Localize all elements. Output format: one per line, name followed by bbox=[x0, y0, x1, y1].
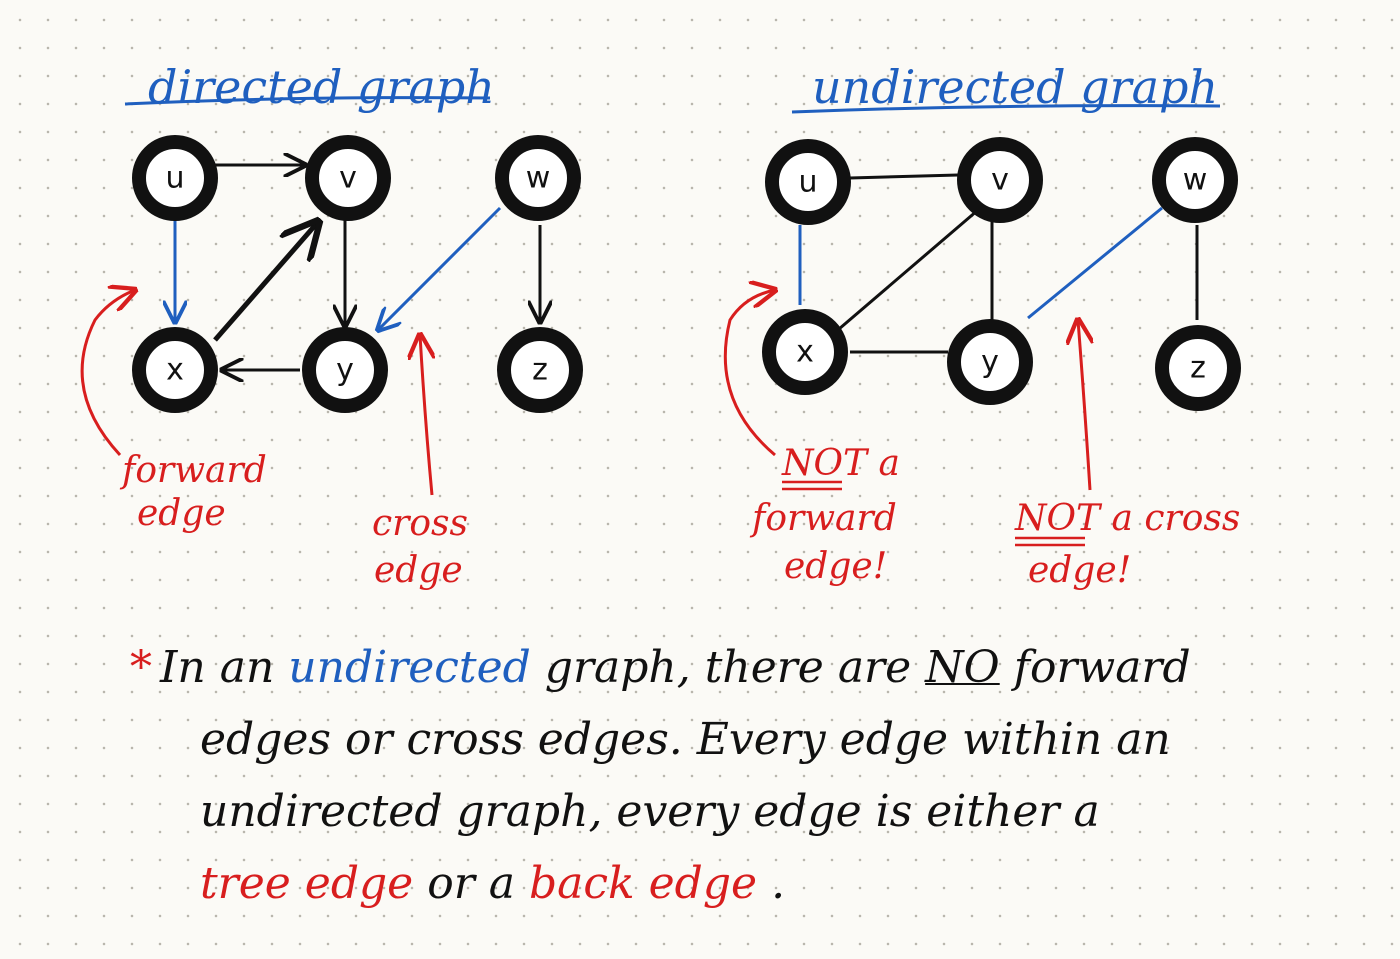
undirected-node-y: y bbox=[947, 319, 1033, 405]
asterisk-icon: * bbox=[130, 642, 152, 693]
not-forward-label-2: forward bbox=[749, 498, 897, 539]
svg-text:v: v bbox=[991, 163, 1009, 198]
undirected-title-underline bbox=[791, 104, 1221, 114]
svg-text:z: z bbox=[1190, 351, 1206, 386]
note-l1-b: graph, there are bbox=[544, 642, 912, 693]
directed-title-underline bbox=[124, 96, 491, 106]
directed-node-y: y bbox=[302, 327, 388, 413]
note-line-2: edges or cross edges. Every edge within … bbox=[200, 714, 1171, 765]
forward-edge-label-2: edge bbox=[137, 493, 226, 534]
svg-text:x: x bbox=[166, 353, 184, 388]
note-no: NO bbox=[925, 642, 1000, 693]
note-l4-end: . bbox=[771, 858, 786, 909]
graph-diagram: directed graph u v w x y z forward edge … bbox=[80, 60, 1241, 591]
undirected-node-x: x bbox=[762, 309, 848, 395]
undirected-node-v: v bbox=[957, 137, 1043, 223]
directed-node-z: z bbox=[497, 327, 583, 413]
note-tree-edge: tree edge bbox=[200, 858, 414, 909]
edge-x-v bbox=[213, 222, 318, 342]
uedge-v-x bbox=[831, 208, 979, 337]
svg-text:v: v bbox=[339, 161, 357, 196]
svg-text:y: y bbox=[336, 353, 354, 388]
not-forward-label-3: edge! bbox=[784, 546, 887, 587]
edge-w-y-cross bbox=[378, 206, 502, 330]
forward-edge-label-1: forward bbox=[119, 450, 267, 491]
not-cross-pointer bbox=[1078, 320, 1090, 491]
not-cross-label-2: edge! bbox=[1028, 550, 1131, 591]
cross-edge-label-2: edge bbox=[374, 550, 463, 591]
forward-edge-pointer bbox=[80, 290, 135, 457]
directed-node-v: v bbox=[305, 135, 391, 221]
note-line-1: *In an undirected graph, there are NO fo… bbox=[130, 632, 1191, 704]
svg-text:z: z bbox=[532, 353, 548, 388]
not-forward-underline bbox=[782, 480, 842, 491]
directed-title: directed graph bbox=[148, 60, 495, 114]
directed-node-u: u bbox=[132, 135, 218, 221]
undirected-node-w: w bbox=[1152, 137, 1238, 223]
not-forward-label-1: NOT a bbox=[781, 443, 900, 484]
not-cross-label-1: NOT a cross bbox=[1014, 498, 1240, 539]
cross-edge-label-1: cross bbox=[372, 503, 468, 544]
note-l1-c: forward bbox=[1013, 642, 1191, 693]
svg-text:w: w bbox=[1183, 163, 1208, 198]
svg-text:y: y bbox=[981, 345, 999, 380]
undirected-node-u: u bbox=[765, 139, 851, 225]
note-l1-a: In an bbox=[160, 642, 275, 693]
note-undirected: undirected bbox=[288, 642, 531, 693]
note-line-3: undirected graph, every edge is either a bbox=[200, 786, 1100, 837]
undirected-node-z: z bbox=[1155, 325, 1241, 411]
not-forward-pointer bbox=[723, 290, 775, 457]
note-l4-mid: or a bbox=[427, 858, 515, 909]
uedge-u-v bbox=[849, 173, 959, 180]
cross-edge-pointer bbox=[420, 335, 432, 496]
svg-text:u: u bbox=[165, 161, 184, 196]
directed-node-w: w bbox=[495, 135, 581, 221]
note-back-edge: back edge bbox=[528, 858, 758, 909]
uedge-w-y bbox=[1027, 206, 1163, 320]
note-line-4: tree edge or a back edge . bbox=[200, 848, 785, 920]
svg-text:u: u bbox=[798, 165, 817, 200]
svg-text:w: w bbox=[526, 161, 551, 196]
svg-text:x: x bbox=[796, 335, 814, 370]
not-cross-underline bbox=[1015, 536, 1085, 547]
directed-node-x: x bbox=[132, 327, 218, 413]
